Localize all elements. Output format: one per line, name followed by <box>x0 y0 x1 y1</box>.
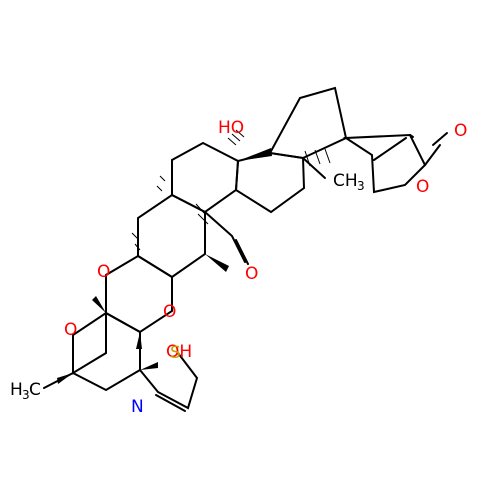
atom-labels: HO O O CH 3 O O O O OH S N H 3 C <box>10 118 467 417</box>
dioxane-right-oxygen-label: O <box>163 302 176 322</box>
aldehyde-oxygen-label: O <box>245 264 258 284</box>
nitrogen-label: N <box>131 397 144 417</box>
methyl-h-carbon-label: C <box>29 380 41 400</box>
dioxane-left-oxygen-label: O <box>97 262 110 282</box>
sulfur-label: S <box>170 343 181 363</box>
bond-lines <box>43 86 448 412</box>
hydroxyl-top-label: HO <box>218 118 244 138</box>
hash-bonds <box>131 129 331 251</box>
wedge-bonds <box>57 148 272 384</box>
pyran-oxygen-label: O <box>64 320 77 340</box>
ketone-oxygen-label: O <box>454 121 467 141</box>
lactone-oxygen-label: O <box>416 177 429 197</box>
methyl-h-subscript: 3 <box>22 388 30 402</box>
hydroxyl-bottom-label: OH <box>166 342 192 362</box>
methyl-c-subscript: 3 <box>357 179 365 193</box>
methyl-c-label: CH <box>333 171 358 191</box>
methyl-h-label: H <box>10 380 23 400</box>
